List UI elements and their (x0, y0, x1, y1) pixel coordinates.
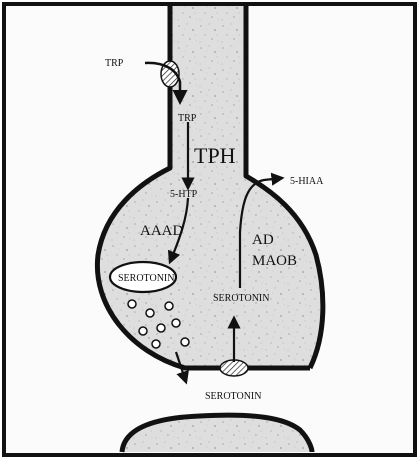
vesicle-6 (172, 319, 180, 327)
label-serotonin-vesicle: SEROTONIN (118, 273, 174, 284)
vesicle-2 (146, 309, 154, 317)
vesicle-4 (139, 327, 147, 335)
label-aaad: AAAD (140, 223, 183, 239)
vesicle-8 (152, 340, 160, 348)
label-trp-inside: TRP (178, 113, 197, 124)
label-trp-outside: TRP (105, 58, 124, 69)
label-ad: AD (252, 232, 274, 248)
label-serotonin-reuptake: SEROTONIN (213, 293, 269, 304)
vesicle-7 (181, 338, 189, 346)
serotonin-transporter (220, 360, 248, 376)
label-maob: MAOB (252, 253, 297, 269)
label-5-htp: 5-HTP (170, 189, 198, 200)
label-serotonin-cleft: SEROTONIN (205, 391, 261, 402)
vesicle-5 (157, 324, 165, 332)
label-5-hiaa: 5-HIAA (290, 176, 324, 187)
label-tph: TPH (194, 143, 236, 168)
vesicle-1 (128, 300, 136, 308)
vesicle-3 (165, 302, 173, 310)
